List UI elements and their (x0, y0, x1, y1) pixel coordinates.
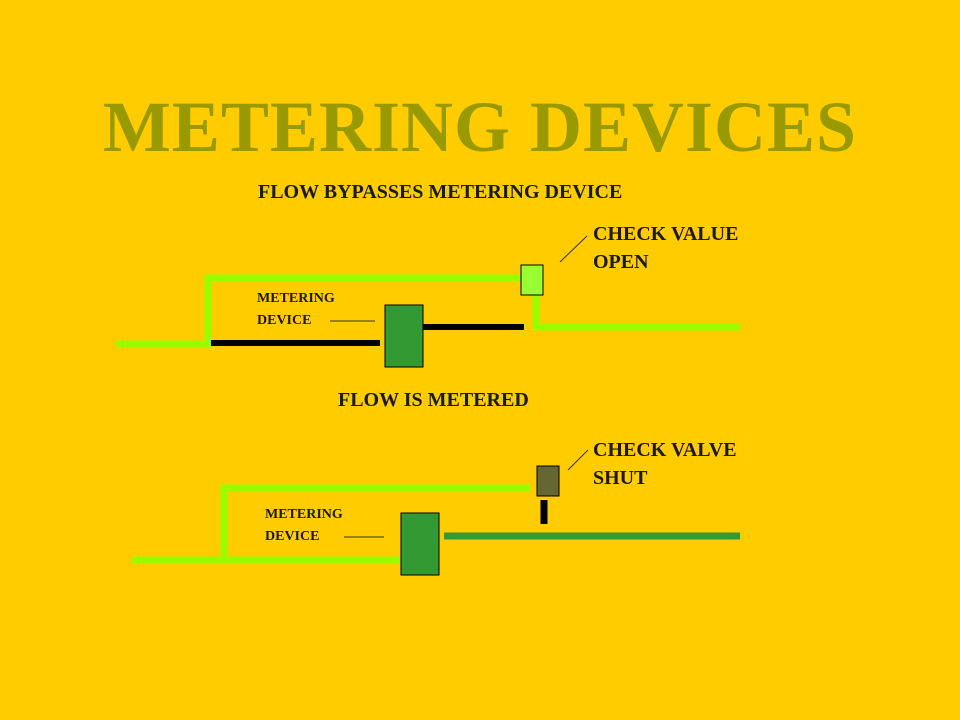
page-title: METERING DEVICES (102, 87, 858, 167)
metered-heading: FLOW IS METERED (338, 389, 529, 411)
metering-device-label: METERING DEVICE (257, 288, 335, 332)
valve-label-line2: OPEN (593, 251, 649, 273)
bypass-diagram (116, 235, 740, 368)
check-valve-open (520, 264, 544, 296)
device-label-line1: METERING (265, 507, 343, 522)
check-valve-shut-label: CHECK VALVE SHUT (593, 436, 737, 492)
valve-pointer-line (559, 235, 588, 263)
metering-device-active (400, 512, 440, 576)
metering-device-label: METERING DEVICE (265, 504, 343, 548)
check-valve-open-label: CHECK VALUE OPEN (593, 220, 738, 276)
outlet-pipe-open (532, 295, 740, 331)
bypass-heading: FLOW BYPASSES METERING DEVICE (258, 181, 623, 203)
device-label-line2: DEVICE (265, 529, 320, 544)
bypass-pipe (116, 274, 522, 348)
valve-pointer-line (567, 449, 589, 471)
metered-diagram (132, 449, 740, 576)
device-label-line1: METERING (257, 291, 335, 306)
check-valve-shut (536, 465, 560, 497)
device-label-line2: DEVICE (257, 313, 312, 328)
bypass-pipe-idle (220, 484, 530, 560)
valve-label-line1: CHECK VALUE (593, 223, 739, 245)
valve-label-line2: SHUT (593, 467, 648, 489)
valve-label-line1: CHECK VALVE (593, 439, 737, 461)
metering-device (384, 304, 424, 368)
